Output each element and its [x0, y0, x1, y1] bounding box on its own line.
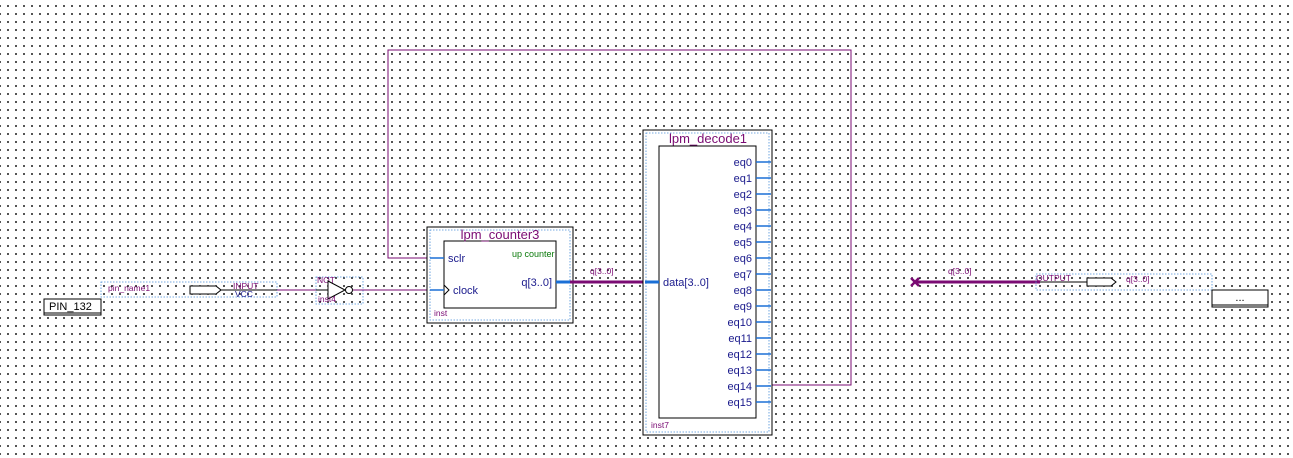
decoder-instance: inst7 [651, 420, 669, 430]
decoder-port-eq9: eq9 [734, 301, 752, 313]
input-pin-default: VCC [235, 289, 253, 299]
counter-title: lpm_counter3 [461, 227, 540, 242]
pin-assignment-box[interactable]: PIN_132 [43, 298, 102, 316]
decoder-port-data: data[3..0] [663, 277, 709, 289]
output-pin[interactable]: OUTPUT q[3..0] [1035, 273, 1213, 291]
input-pin-type: INPUT [233, 281, 259, 291]
not-gate[interactable]: NOT inst4 [315, 275, 364, 305]
output-assignment-label: ... [1235, 292, 1244, 304]
counter-instance: inst [434, 308, 448, 318]
counter-port-sclr: sclr [448, 253, 465, 265]
pin-assignment-label: PIN_132 [49, 301, 92, 313]
output-pin-type: OUTPUT [1036, 273, 1071, 283]
output-pin-name: q[3..0] [1126, 274, 1150, 284]
decoder-port-eq8: eq8 [734, 285, 752, 297]
decoder-port-eq0: eq0 [734, 157, 752, 169]
decoder-port-eq3: eq3 [734, 205, 752, 217]
decoder-title: lpm_decode1 [669, 131, 747, 146]
not-gate-triangle [327, 280, 347, 300]
bus-output-label: q[3..0] [948, 266, 972, 276]
input-pin-name: pin_name1 [108, 283, 150, 293]
decoder-port-eq11: eq11 [728, 333, 752, 345]
clock-edge-icon [443, 284, 450, 296]
decoder-port-eq10: eq10 [728, 317, 752, 329]
output-pin-symbol [1086, 277, 1117, 287]
lpm-counter-block[interactable]: lpm_counter3 sclr up counter clock q[3..… [426, 226, 574, 324]
decoder-port-eq5: eq5 [734, 237, 752, 249]
wire-eq14-feedback-to-sclr[interactable] [387, 49, 852, 386]
decoder-port-eq14: eq14 [728, 381, 752, 393]
decoder-port-eq4: eq4 [734, 221, 752, 233]
not-gate-type: NOT [317, 275, 335, 285]
decoder-port-eq13: eq13 [728, 365, 752, 377]
counter-port-clock: clock [453, 285, 479, 297]
output-pin-outline [1035, 273, 1213, 291]
decoder-port-eq12: eq12 [728, 349, 752, 361]
decoder-port-eq15: eq15 [728, 397, 752, 409]
counter-inner-box [443, 240, 557, 309]
decoder-output-ports: eq0 eq1 eq2 eq3 eq4 eq5 eq6 eq7 eq8 eq9 eq10 eq11 eq… [728, 157, 771, 409]
decoder-port-eq1: eq1 [734, 173, 752, 185]
counter-port-q: q[3..0] [521, 277, 552, 289]
not-gate-instance: inst4 [318, 294, 336, 304]
decoder-port-eq7: eq7 [734, 269, 752, 281]
decoder-port-eq2: eq2 [734, 189, 752, 201]
output-assignment-box[interactable]: ... [1211, 289, 1269, 308]
lpm-decode-block[interactable]: lpm_decode1 data[3..0] eq0eq1eq2eq3eq4eq… [642, 129, 773, 436]
decoder-port-eq6: eq6 [734, 253, 752, 265]
input-pin-symbol [189, 285, 222, 295]
input-pin[interactable]: pin_name1 INPUT VCC [100, 281, 278, 299]
bus-counter-label: q[3..0] [590, 266, 614, 276]
not-gate-bubble [345, 286, 353, 294]
counter-mode: up counter [512, 249, 555, 259]
